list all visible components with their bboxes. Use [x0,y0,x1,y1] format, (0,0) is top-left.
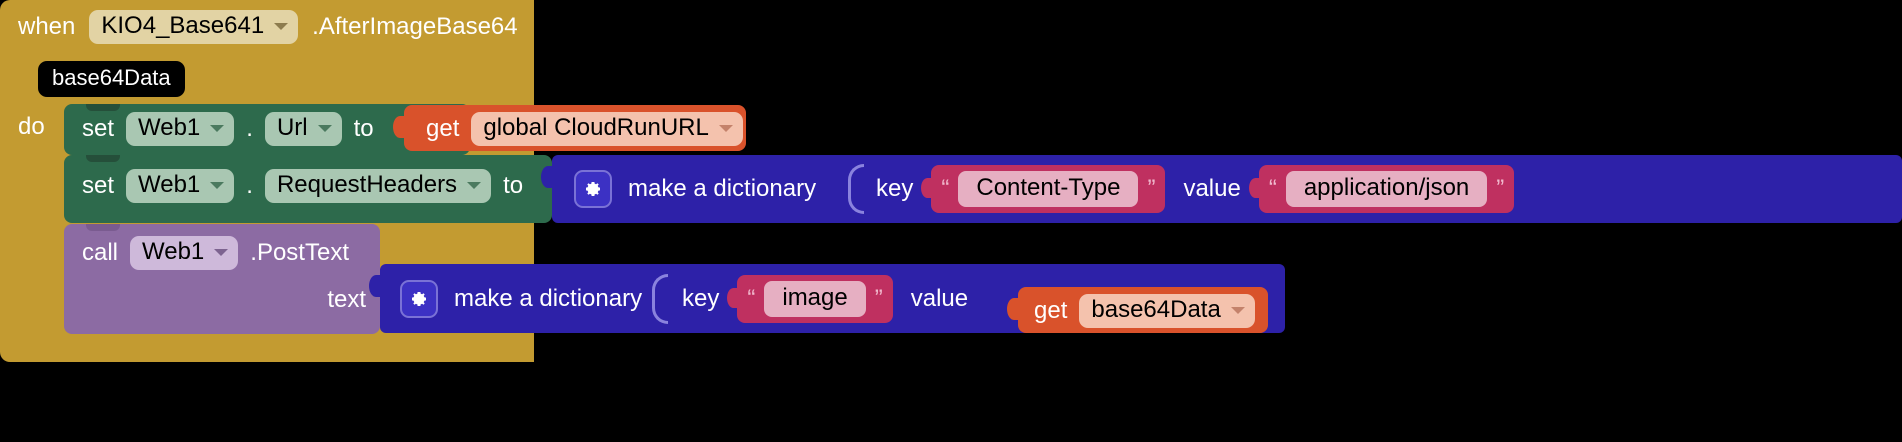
to-label: to [353,115,374,142]
block-socket [1007,298,1021,320]
dot-separator: . [246,115,253,142]
component-dropdown-web1[interactable]: Web1 [130,236,239,270]
component-dropdown-web1[interactable]: Web1 [126,112,235,146]
chevron-down-icon [1230,306,1245,314]
close-quote-icon: ” [874,284,883,312]
close-quote-icon: ” [1147,175,1156,202]
do-label: do [18,113,45,140]
block-socket [369,275,383,297]
method-name-label: .PostText [250,239,349,266]
key-label: key [876,175,914,202]
set-keyword: set [82,115,115,142]
property-dropdown-requestheaders[interactable]: RequestHeaders [264,169,492,203]
open-quote-icon: “ [747,284,756,312]
argument-label-text: text [327,286,366,313]
event-header-row: when KIO4_Base641 .AfterImageBase64 [18,10,518,44]
property-dropdown-label: RequestHeaders [276,171,458,198]
get-block-base64data[interactable]: get base64Data [1007,287,1268,333]
dictionary-label: make a dictionary [628,175,817,202]
block-socket [541,166,555,188]
gear-icon[interactable] [574,170,612,208]
component-dropdown-label: Web1 [138,114,201,141]
dictionary-pair-content: key “ image ” value [682,274,969,323]
set-requestheaders-row: set Web1 . RequestHeaders to [82,169,523,203]
component-dropdown-label: KIO4_Base641 [101,12,265,39]
chevron-down-icon [210,124,225,132]
to-label: to [503,172,524,199]
call-keyword: call [82,239,119,266]
key-label: key [682,284,720,312]
text-input-image[interactable]: image [764,280,866,317]
chevron-down-icon [214,248,229,256]
text-block-application-json[interactable]: “ application/json ” [1248,165,1515,213]
value-label: value [910,284,969,312]
close-quote-icon: ” [1496,175,1505,202]
chevron-down-icon [274,22,289,30]
dictionary-header-row: make a dictionary [400,279,643,318]
when-keyword: when [18,13,76,40]
text-input-content-type[interactable]: Content-Type [958,171,1139,207]
variable-dropdown-label: base64Data [1091,296,1221,323]
block-socket [1248,178,1262,198]
open-quote-icon: “ [941,175,950,202]
get-block-global-cloudrunurl[interactable]: get global CloudRunURL [393,105,746,151]
event-name-label: .AfterImageBase64 [312,13,518,40]
property-dropdown-url[interactable]: Url [264,112,342,146]
component-dropdown-kio4base641[interactable]: KIO4_Base641 [89,10,299,44]
event-parameter-base64data[interactable]: base64Data [38,61,185,97]
variable-dropdown-label: global CloudRunURL [483,114,709,141]
property-dropdown-label: Url [276,114,308,141]
block-socket [727,287,741,308]
gear-icon[interactable] [400,279,438,318]
set-keyword: set [82,172,115,199]
dot-separator: . [246,172,253,199]
call-posttext-row: call Web1 .PostText [82,236,349,270]
dictionary-label: make a dictionary [454,284,643,312]
get-base64data-row: get base64Data [1034,294,1255,328]
set-block-web1-requestheaders[interactable]: set Web1 . RequestHeaders to [64,155,552,223]
open-quote-icon: “ [1268,175,1277,202]
dictionary-header-row: make a dictionary [574,170,816,208]
text-block-content-type[interactable]: “ Content-Type ” [921,165,1166,213]
dictionary-pair-separator [652,273,668,324]
chevron-down-icon [718,124,733,132]
text-input-application-json[interactable]: application/json [1285,171,1488,207]
chevron-down-icon [467,181,482,189]
component-dropdown-label: Web1 [142,238,205,265]
dictionary-pair-separator [848,164,864,214]
chevron-down-icon [210,181,225,189]
dictionary-pair-content: key “ Content-Type ” value “ application… [858,165,1515,213]
dictionary-block-requestheaders[interactable]: make a dictionary key “ Content-Type ” v… [541,155,1902,223]
block-socket [921,178,935,198]
text-block-image[interactable]: “ image ” [727,274,893,323]
variable-dropdown-base64data[interactable]: base64Data [1079,294,1255,328]
set-block-web1-url[interactable]: set Web1 . Url to [64,104,470,155]
value-label: value [1183,175,1241,202]
component-dropdown-web1[interactable]: Web1 [126,169,235,203]
pair-bracket [652,273,668,324]
set-url-row: set Web1 . Url to [82,112,374,146]
call-block-web1-posttext[interactable]: call Web1 .PostText text [64,224,380,334]
component-dropdown-label: Web1 [138,171,201,198]
get-cloudrun-row: get global CloudRunURL [426,112,743,146]
block-notch [86,104,120,111]
get-keyword: get [426,115,460,142]
variable-dropdown-global-cloudrunurl[interactable]: global CloudRunURL [471,112,743,146]
block-socket [393,116,407,138]
block-notch [86,224,120,231]
chevron-down-icon [317,124,332,132]
get-keyword: get [1034,297,1068,324]
block-notch [86,155,120,162]
